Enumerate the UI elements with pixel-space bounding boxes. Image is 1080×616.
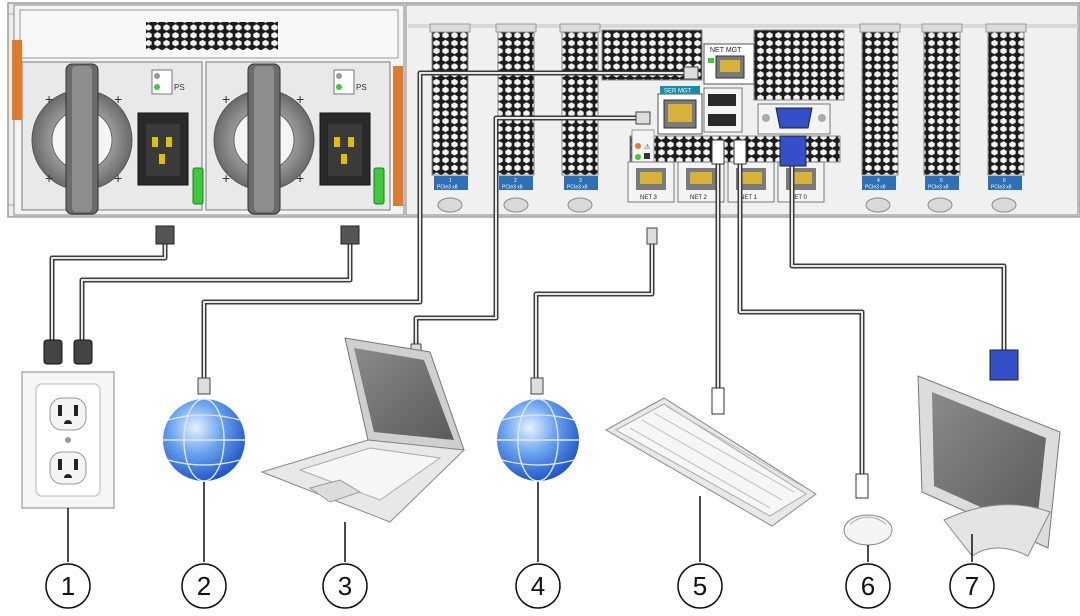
net-cable [533, 237, 655, 383]
svg-text:+: + [222, 91, 230, 107]
svg-text:PCIe3 x8: PCIe3 x8 [437, 185, 458, 191]
pcie-label-4: 4 PCIe3 x8 [862, 176, 896, 191]
center-vent-right [753, 29, 845, 101]
pcie-label-6: 6 PCIe3 x8 [988, 176, 1022, 191]
callout-number: 4 [531, 571, 545, 601]
svg-text:PCIe3 x8: PCIe3 x8 [567, 185, 588, 191]
psu-side-tab [12, 40, 22, 120]
svg-text:2: 2 [514, 178, 517, 184]
callout-7: 7 [949, 563, 995, 609]
network-globe-icon [163, 398, 245, 482]
mouse-cable [737, 157, 865, 483]
callout-number: 6 [861, 571, 875, 601]
net-mgt-cable [201, 70, 695, 383]
callout-5: 5 [677, 563, 723, 609]
callout-number: 3 [338, 571, 352, 601]
status-leds: ⚠ [631, 129, 655, 167]
svg-text:+: + [45, 91, 53, 107]
svg-text:PCIe3 x8: PCIe3 x8 [928, 185, 949, 191]
net-mgt-port: NET MGT [703, 43, 755, 85]
svg-text:4: 4 [877, 178, 880, 184]
callout-4: 4 [515, 563, 561, 609]
callout-number: 7 [965, 571, 979, 601]
ser-mgt-cable [413, 115, 647, 349]
slot-thumbscrews [437, 197, 1017, 213]
vga-port [757, 103, 831, 135]
callout-3: 3 [322, 563, 368, 609]
svg-text:6: 6 [1003, 178, 1006, 184]
pcie-slots-right [859, 23, 1027, 176]
svg-text:5: 5 [940, 178, 943, 184]
ser-mgt-label: SER MGT [664, 89, 692, 95]
laptop-icon [260, 337, 466, 523]
svg-text:+: + [222, 170, 230, 186]
callout-2: 2 [181, 563, 227, 609]
svg-text:PCIe3 x8: PCIe3 x8 [502, 185, 523, 191]
psu-latch-1 [373, 167, 385, 205]
ps-label-0: PS [174, 83, 185, 92]
svg-text:1: 1 [449, 178, 452, 184]
mouse-icon [843, 514, 893, 546]
psu-latch-0 [192, 167, 204, 205]
svg-text:PCIe3 x8: PCIe3 x8 [991, 185, 1012, 191]
pcie-slots-left [429, 23, 601, 176]
net-port-label: NET 1 [740, 195, 758, 201]
net-port-label: NET 3 [640, 195, 658, 201]
svg-text:PCIe3 x8: PCIe3 x8 [865, 185, 886, 191]
pcie-label-3: 3 PCIe3 x8 [564, 176, 598, 191]
net-port-label: NET 0 [790, 195, 808, 201]
svg-text:3: 3 [579, 178, 582, 184]
ps-label-1: PS [356, 83, 367, 92]
power-supply-1: + + + + PS [205, 61, 403, 215]
callout-6: 6 [845, 563, 891, 609]
callouts: 1 2 3 4 5 6 7 [45, 482, 995, 609]
callout-number: 5 [693, 571, 707, 601]
network-globe-icon [497, 398, 579, 482]
svg-text:+: + [296, 170, 304, 186]
power-cord-0 [49, 237, 168, 343]
net-mgt-label: NET MGT [710, 47, 742, 54]
psu-top-vent [19, 9, 399, 59]
callout-number: 1 [61, 571, 75, 601]
power-outlet-icon [21, 371, 115, 509]
callout-1: 1 [45, 563, 91, 609]
pcie-label-1: 1 PCIe3 x8 [434, 176, 468, 191]
cables [49, 70, 1007, 483]
power-cord-1 [79, 237, 353, 343]
svg-text:+: + [114, 91, 122, 107]
ser-mgt-port: SER MGT [657, 86, 703, 135]
pcie-label-2: 2 PCIe3 x8 [499, 176, 533, 191]
svg-text:⚠: ⚠ [644, 143, 650, 151]
pcie-label-5: 5 PCIe3 x8 [925, 176, 959, 191]
keyboard-icon [604, 397, 817, 527]
usb-ports [703, 87, 743, 133]
power-supply-0: + + + + PS [21, 61, 204, 215]
svg-text:+: + [45, 170, 53, 186]
monitor-icon [917, 375, 1061, 557]
vga-cable [789, 157, 1007, 355]
svg-text:+: + [296, 91, 304, 107]
svg-text:+: + [114, 170, 122, 186]
callout-number: 2 [197, 571, 211, 601]
net-port-label: NET 2 [690, 195, 708, 201]
